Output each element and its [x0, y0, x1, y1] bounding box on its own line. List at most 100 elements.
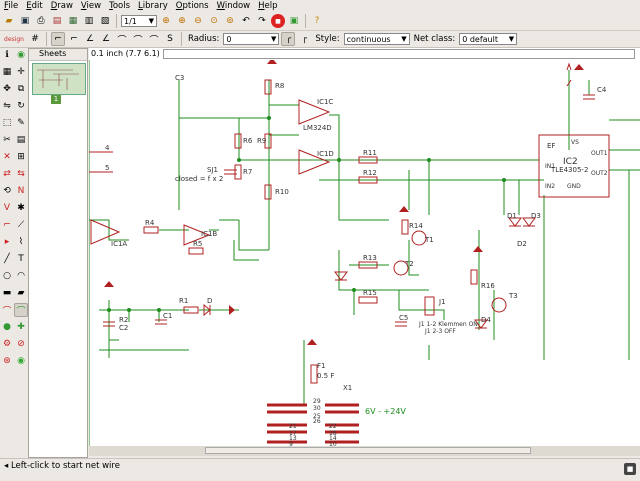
wire-bend-6-icon[interactable]: ⌒ — [147, 32, 161, 46]
name-icon[interactable]: N — [14, 184, 28, 198]
part-label-d: D — [207, 297, 212, 305]
style-select[interactable]: continuous▼ — [344, 33, 410, 45]
change-icon[interactable]: ✎ — [14, 116, 28, 130]
net-icon[interactable]: ⌒ — [14, 303, 28, 317]
group-icon[interactable]: ⬚ — [0, 116, 14, 130]
cut-icon[interactable]: ✂ — [0, 133, 14, 147]
radius-label: Radius: — [188, 34, 219, 44]
redo-icon[interactable]: ↷ — [255, 14, 269, 28]
sheet-thumbnail[interactable] — [32, 63, 86, 95]
grid-icon[interactable]: # — [28, 32, 42, 46]
mirror-icon[interactable]: ⇋ — [0, 99, 14, 113]
stop-command-icon[interactable]: ■ — [624, 463, 636, 475]
undo-icon[interactable]: ↶ — [239, 14, 253, 28]
sharp-corner-icon[interactable]: ┌ — [297, 32, 311, 46]
zoom-out-icon[interactable]: ⊖ — [191, 14, 205, 28]
polygon-icon[interactable]: ▰ — [14, 286, 28, 300]
scrollbar-thumb[interactable] — [205, 447, 531, 454]
board-icon[interactable]: ▦ — [66, 14, 80, 28]
wire-bend-5-icon[interactable]: ⌒ — [131, 32, 145, 46]
miter-icon[interactable]: ⌐ — [0, 218, 14, 232]
invoke-icon[interactable]: ▸ — [0, 235, 14, 249]
circle-icon[interactable]: ○ — [0, 269, 14, 283]
rect-icon[interactable]: ▬ — [0, 286, 14, 300]
sheet-number-badge: 1 — [51, 95, 61, 104]
label-icon[interactable]: ✚ — [14, 320, 28, 334]
stop-icon[interactable]: ■ — [271, 14, 285, 28]
menu-tools[interactable]: Tools — [105, 1, 134, 11]
info-icon[interactable]: ℹ — [0, 48, 14, 62]
help-icon[interactable]: ? — [310, 14, 324, 28]
schematic-canvas[interactable]: C3 R8 IC1C LM324D R6 R9 R7 SJ1 closed = … — [89, 60, 640, 446]
replace-icon[interactable]: ⟲ — [0, 184, 14, 198]
paste-icon[interactable]: ▤ — [14, 133, 28, 147]
display-icon[interactable]: ▦ — [0, 65, 14, 79]
sheet-select[interactable]: 1/1▼ — [121, 15, 157, 27]
split-icon[interactable]: ⟋ — [14, 218, 28, 232]
round-corner-icon[interactable]: ╭ — [281, 32, 295, 46]
move-icon[interactable]: ✥ — [0, 82, 14, 96]
menu-edit[interactable]: Edit — [22, 1, 46, 11]
menu-window[interactable]: Window — [213, 1, 255, 11]
arc-icon[interactable]: ◠ — [14, 269, 28, 283]
part-label-ic1b: IC1B — [201, 230, 217, 238]
smash-icon[interactable]: ✱ — [14, 201, 28, 215]
wire-bend-4-icon[interactable]: ⌒ — [115, 32, 129, 46]
redraw-icon[interactable]: ⊚ — [223, 14, 237, 28]
part-label-r14: R14 — [409, 222, 423, 230]
horizontal-scrollbar[interactable] — [89, 446, 640, 456]
errors-icon[interactable]: ◉ — [14, 354, 28, 368]
part-label-ic1d: IC1D — [317, 150, 334, 158]
save-icon[interactable]: ▣ — [18, 14, 32, 28]
dimension-icon[interactable]: ⊘ — [14, 337, 28, 351]
zoom-in-icon[interactable]: ⊕ — [175, 14, 189, 28]
erc-icon[interactable]: ⊛ — [0, 354, 14, 368]
part-label-r16: R16 — [481, 282, 495, 290]
pinswap-icon[interactable]: ⇄ — [0, 167, 14, 181]
part-label-r1: R1 — [179, 297, 188, 305]
radius-value: 0 — [226, 35, 231, 44]
copy-icon[interactable]: ⧉ — [14, 82, 28, 96]
wire-bend-1-icon[interactable]: ⌐ — [67, 32, 81, 46]
layer-icon[interactable]: design — [2, 32, 26, 46]
part-label-fuse: 0.5 F — [317, 372, 334, 380]
gateswap-icon[interactable]: ⇆ — [14, 167, 28, 181]
go-icon[interactable]: ▣ — [287, 14, 301, 28]
menu-options[interactable]: Options — [172, 1, 213, 11]
print-icon[interactable]: ⎙ — [34, 14, 48, 28]
script-icon[interactable]: ▥ — [82, 14, 96, 28]
wire-icon[interactable]: ╱ — [0, 252, 14, 266]
wire-bend-0-icon[interactable]: ⌐ — [51, 32, 65, 46]
attribute-icon[interactable]: ⚙ — [0, 337, 14, 351]
menu-bar: File Edit Draw View Tools Library Option… — [0, 0, 640, 12]
command-input[interactable] — [163, 49, 635, 59]
cam-icon[interactable]: ▤ — [50, 14, 64, 28]
pin-label-vs: VS — [571, 139, 579, 146]
junction-icon[interactable]: ● — [0, 320, 14, 334]
add-icon[interactable]: ⊞ — [14, 150, 28, 164]
menu-help[interactable]: Help — [254, 1, 281, 11]
menu-view[interactable]: View — [77, 1, 105, 11]
open-icon[interactable]: ▰ — [2, 14, 16, 28]
rotate-icon[interactable]: ↻ — [14, 99, 28, 113]
zoom-fit-icon[interactable]: ⊕ — [159, 14, 173, 28]
wire-bend-3-icon[interactable]: ∠ — [99, 32, 113, 46]
optimize-icon[interactable]: ⌇ — [14, 235, 28, 249]
show-icon[interactable]: ◉ — [14, 48, 28, 62]
mark-icon[interactable]: ✛ — [14, 65, 28, 79]
text-icon[interactable]: T — [14, 252, 28, 266]
wire-bend-2-icon[interactable]: ∠ — [83, 32, 97, 46]
menu-library[interactable]: Library — [134, 1, 172, 11]
components — [91, 64, 609, 383]
delete-icon[interactable]: ✕ — [0, 150, 14, 164]
run-icon[interactable]: ▧ — [98, 14, 112, 28]
part-label-d3: D3 — [531, 212, 541, 220]
menu-file[interactable]: File — [0, 1, 22, 11]
menu-draw[interactable]: Draw — [47, 1, 77, 11]
zoom-select-icon[interactable]: ⊙ — [207, 14, 221, 28]
value-icon[interactable]: V — [0, 201, 14, 215]
bus-icon[interactable]: ⌒ — [0, 303, 14, 317]
netclass-select[interactable]: 0 default▼ — [459, 33, 517, 45]
wire-bend-7-icon[interactable]: S — [163, 32, 177, 46]
radius-input[interactable]: 0▼ — [223, 33, 279, 45]
